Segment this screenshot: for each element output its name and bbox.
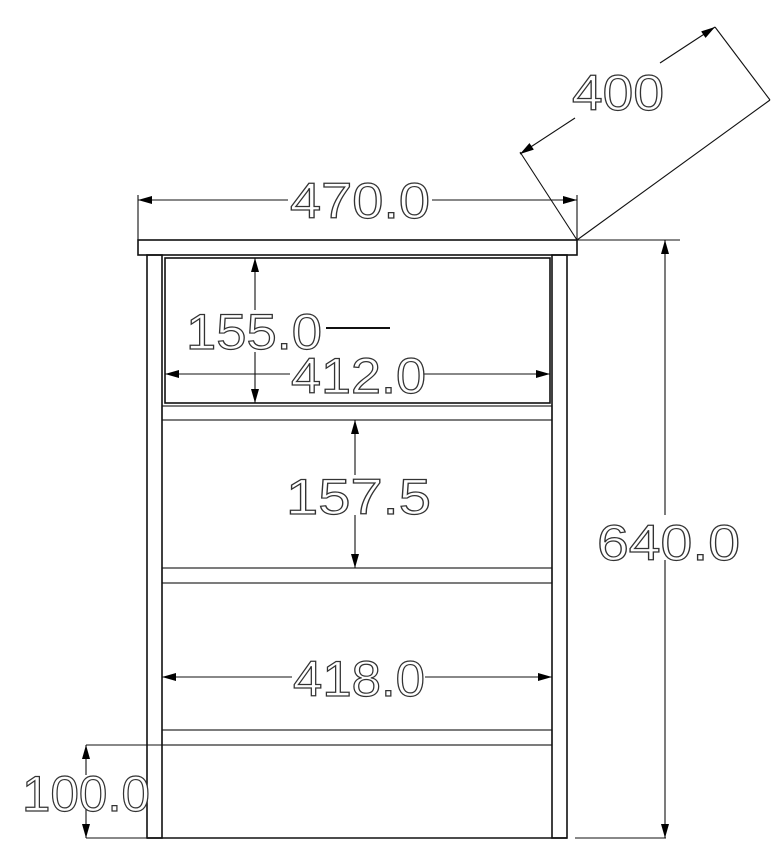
dim-overall-height: 640.0: [575, 239, 741, 839]
cabinet-body: [137, 239, 578, 839]
dim-top-drawer-width: 412.0: [165, 347, 550, 405]
dim-text-155: 155.0: [186, 304, 322, 360]
dim-top-drawer-height: 155.0: [185, 258, 390, 403]
dim-text-157-5: 157.5: [286, 469, 431, 525]
rail-1: [161, 405, 553, 421]
dim-text-412: 412.0: [291, 348, 426, 404]
dim-depth: 400: [519, 26, 771, 241]
dim-text-418: 418.0: [293, 651, 425, 707]
dim-text-100: 100.0: [22, 766, 150, 822]
dim-middle-drawer-height: 157.5: [285, 420, 432, 568]
rail-3: [161, 729, 553, 746]
dim-inner-width: 418.0: [162, 650, 552, 708]
top-panel: [137, 239, 578, 256]
top-drawer: [164, 257, 551, 404]
left-side-panel: [146, 254, 163, 839]
dim-text-640: 640.0: [597, 515, 740, 571]
right-side-panel: [551, 254, 568, 839]
dim-plinth-height: 100.0: [21, 744, 162, 839]
rail-2: [161, 567, 553, 584]
dim-overall-width: 470.0: [137, 172, 578, 240]
dim-text-400: 400: [572, 65, 664, 121]
dim-text-470: 470.0: [290, 173, 430, 229]
dimensions: 470.0 400 640.0 155.0: [21, 26, 771, 839]
